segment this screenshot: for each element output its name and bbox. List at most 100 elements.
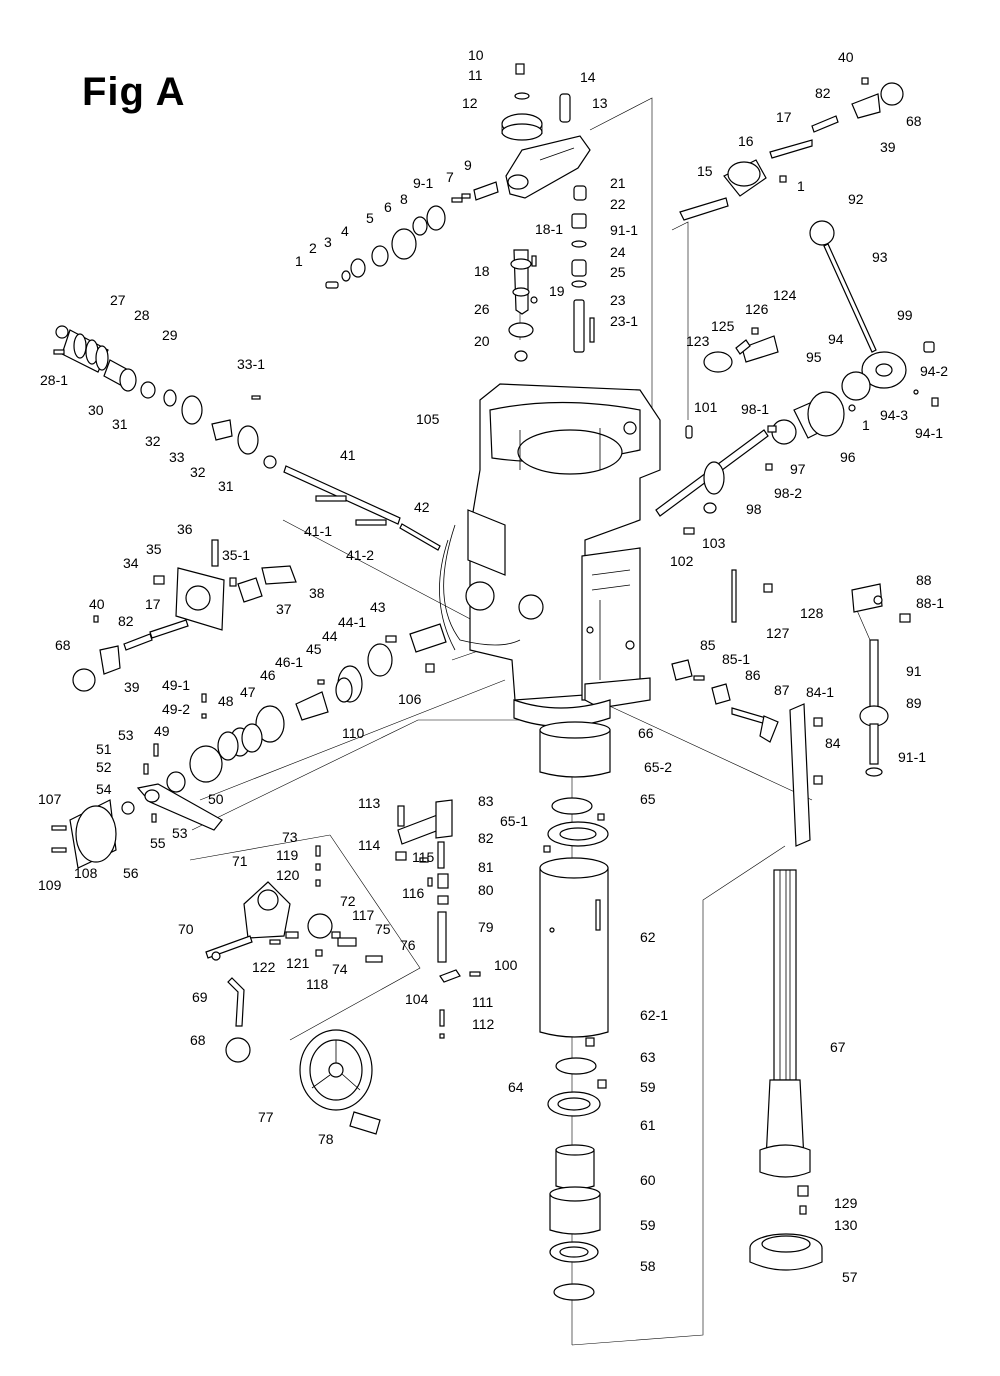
depth-stop-assembly (671, 569, 823, 847)
part-callout-c120: 120 (276, 867, 300, 883)
part-callout-c79: 79 (478, 919, 494, 935)
part-callout-c65_1: 65-1 (500, 813, 528, 829)
part-callout-c61: 61 (640, 1117, 656, 1133)
quill-assembly (539, 721, 611, 1301)
part-callout-c1a: 1 (797, 178, 805, 194)
part-callout-c119: 119 (276, 847, 299, 863)
part-callout-c59b: 59 (640, 1217, 656, 1233)
part-callout-c109: 109 (38, 877, 62, 893)
part-callout-c20: 20 (474, 333, 490, 349)
part-callout-c106: 106 (398, 691, 422, 707)
part-callout-c125: 125 (711, 318, 735, 334)
part-callout-c1b: 1 (295, 253, 303, 269)
part-callout-c62_1: 62-1 (640, 1007, 668, 1023)
part-callout-c9_1: 9-1 (413, 175, 433, 191)
part-callout-c15: 15 (697, 163, 713, 179)
part-callout-c50: 50 (208, 791, 224, 807)
part-callout-c35: 35 (146, 541, 162, 557)
part-callout-c28: 28 (134, 307, 150, 323)
feed-hub-assembly (205, 845, 383, 963)
part-callout-c54: 54 (96, 781, 112, 797)
part-callout-c3: 3 (324, 234, 332, 250)
part-callout-c88: 88 (916, 572, 932, 588)
part-callout-c113: 113 (358, 795, 381, 811)
part-callout-c10: 10 (468, 47, 484, 63)
part-callout-c117: 117 (352, 907, 375, 923)
part-callout-c16: 16 (738, 133, 754, 149)
part-callout-c98_1: 98-1 (741, 401, 769, 417)
part-callout-c28_1: 28-1 (40, 372, 68, 388)
part-callout-c37: 37 (276, 601, 292, 617)
part-callout-c31b: 31 (218, 478, 234, 494)
part-callout-c44_1: 44-1 (338, 614, 366, 630)
part-callout-c97: 97 (790, 461, 806, 477)
part-callout-c98_2: 98-2 (774, 485, 802, 501)
part-callout-c83: 83 (478, 793, 494, 809)
part-callout-c130: 130 (834, 1217, 858, 1233)
part-callout-c82b: 82 (118, 613, 134, 629)
part-callout-c4: 4 (341, 223, 349, 239)
part-callout-c116: 116 (402, 885, 425, 901)
part-callout-c76: 76 (400, 937, 416, 953)
feed-bracket-assembly (325, 63, 591, 289)
part-callout-c34: 34 (123, 555, 139, 571)
part-callout-c94_3: 94-3 (880, 407, 908, 423)
feed-worm-shaft-assembly (53, 325, 441, 551)
part-callout-c31a: 31 (112, 416, 128, 432)
part-callout-c71: 71 (232, 853, 248, 869)
feed-reverse-lever-assembly (72, 615, 189, 692)
part-callout-c1c: 1 (862, 417, 870, 433)
head-casting-105 (439, 383, 661, 728)
part-callout-c91_1b: 91-1 (898, 749, 926, 765)
part-callout-c65_2: 65-2 (644, 759, 672, 775)
part-callout-c96: 96 (840, 449, 856, 465)
part-callout-c56: 56 (123, 865, 139, 881)
part-callout-c53a: 53 (118, 727, 134, 743)
part-callout-c99: 99 (897, 307, 913, 323)
part-callout-c23_1: 23-1 (610, 313, 638, 329)
part-callout-c66: 66 (638, 725, 654, 741)
part-callout-c88_1: 88-1 (916, 595, 944, 611)
part-callout-c126: 126 (745, 301, 769, 317)
part-callout-c6: 6 (384, 199, 392, 215)
part-callout-c46: 46 (260, 667, 276, 683)
part-callout-c39a: 39 (880, 139, 896, 155)
part-callout-c129: 129 (834, 1195, 858, 1211)
part-callout-c17a: 17 (776, 109, 792, 125)
part-callout-c65: 65 (640, 791, 656, 807)
feed-handle-assembly (655, 220, 939, 535)
part-callout-c26: 26 (474, 301, 490, 317)
part-callout-c35_1: 35-1 (222, 547, 250, 563)
part-callout-c118: 118 (306, 976, 329, 992)
part-callout-c87: 87 (774, 682, 790, 698)
part-callout-c22: 22 (610, 196, 626, 212)
part-callout-c93: 93 (872, 249, 888, 265)
part-callout-c85_1: 85-1 (722, 651, 750, 667)
part-callout-c128: 128 (800, 605, 824, 621)
part-callout-c7: 7 (446, 169, 454, 185)
part-callout-c92: 92 (848, 191, 864, 207)
part-callout-c58: 58 (640, 1258, 656, 1274)
part-callout-c84_1: 84-1 (806, 684, 834, 700)
part-callout-c127: 127 (766, 625, 790, 641)
part-callout-c78: 78 (318, 1131, 334, 1147)
part-callout-c9: 9 (464, 157, 472, 173)
part-callout-c94: 94 (828, 331, 844, 347)
part-callout-c27: 27 (110, 292, 126, 308)
part-callout-c94_1: 94-1 (915, 425, 943, 441)
part-callout-c68a: 68 (906, 113, 922, 129)
part-callout-c108: 108 (74, 865, 98, 881)
part-callout-c81: 81 (478, 859, 494, 875)
part-callout-c104: 104 (405, 991, 429, 1007)
part-callout-c75: 75 (375, 921, 391, 937)
part-callout-c43: 43 (370, 599, 386, 615)
part-callout-c82a: 82 (815, 85, 831, 101)
part-callout-c103: 103 (702, 535, 726, 551)
part-callout-c39b: 39 (124, 679, 140, 695)
part-callout-c40a: 40 (838, 49, 854, 65)
part-callout-c55: 55 (150, 835, 166, 851)
part-callout-c47: 47 (240, 684, 256, 700)
